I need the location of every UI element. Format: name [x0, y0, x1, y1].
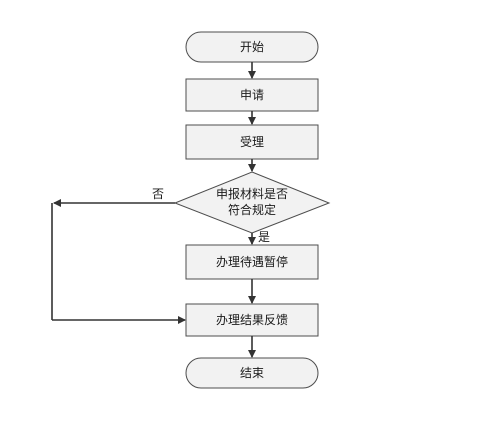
- suspend-node: 办理待遇暂停: [185, 244, 319, 280]
- accept-label: 受理: [240, 135, 264, 149]
- feedback-label: 办理结果反馈: [216, 312, 288, 327]
- decision-node: 申报材料是否 符合规定: [173, 171, 331, 234]
- start-node: 开始: [185, 31, 319, 63]
- suspend-label: 办理待遇暂停: [216, 254, 288, 269]
- feedback-node: 办理结果反馈: [185, 303, 319, 337]
- end-label: 结束: [240, 366, 264, 380]
- start-label: 开始: [240, 40, 264, 54]
- decision-label-line2: 符合规定: [228, 202, 276, 217]
- edge-label-no: 否: [152, 187, 164, 201]
- apply-node: 申请: [185, 78, 319, 112]
- end-node: 结束: [185, 357, 319, 389]
- edge-label-yes: 是: [258, 230, 270, 244]
- decision-label-line1: 申报材料是否: [216, 186, 288, 201]
- accept-node: 受理: [185, 124, 319, 160]
- apply-label: 申请: [240, 88, 264, 102]
